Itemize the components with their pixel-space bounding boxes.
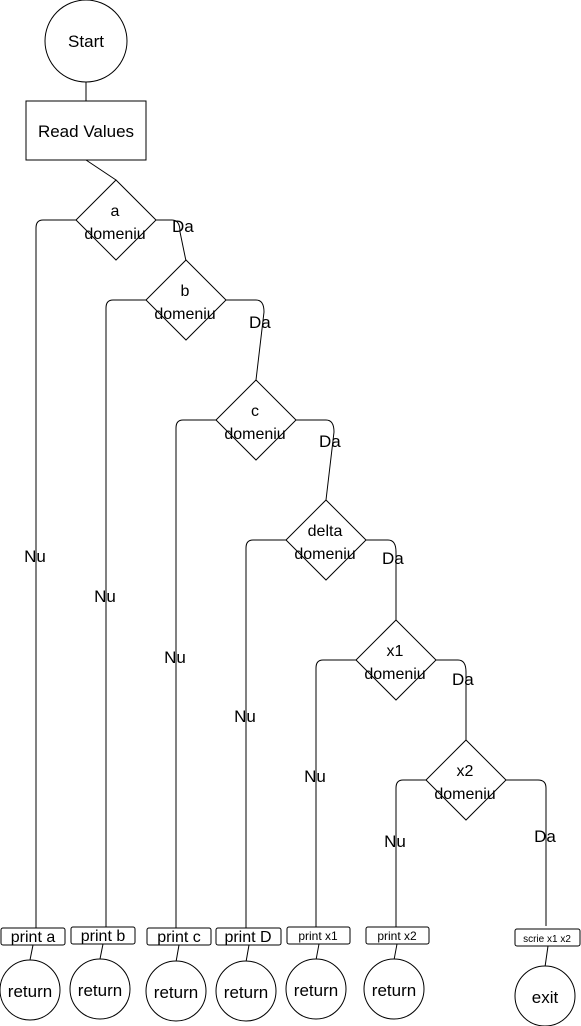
edge-a-yes: [156, 219, 187, 262]
print-b-label: print b: [81, 928, 126, 945]
return-label-b: return: [78, 981, 122, 1000]
edge-c-yes: [296, 419, 335, 501]
print-a-label: print a: [11, 929, 56, 946]
return-label-x1: return: [294, 981, 338, 1000]
print-c-label: print c: [157, 929, 201, 946]
print-x1x2-box: [514, 928, 581, 947]
decision-b-line2: domeniu: [154, 306, 215, 323]
decision-c-line2: domeniu: [224, 426, 285, 443]
decision-delta: [285, 499, 367, 581]
edge-read-to-decision-a: [85, 159, 117, 181]
decision-a-line1: a: [111, 203, 120, 220]
edge-print-x1x2-to-exit: [544, 945, 549, 968]
read-values-label: Read Values: [38, 122, 134, 141]
branch-a-yes-label: Da: [172, 217, 194, 236]
edge-print-c-to-return: [175, 944, 180, 963]
print-x1-label: print x1: [298, 929, 338, 943]
branch-b-no-label: Nu: [94, 587, 116, 606]
return-node-x1: [285, 958, 347, 1020]
edge-b-yes: [226, 299, 265, 381]
edge-print-b-to-return: [99, 943, 104, 960]
print-d-box: [215, 927, 282, 946]
edge-x2-no: [395, 779, 426, 928]
branch-b-yes-label: Da: [249, 313, 271, 332]
decision-a: [75, 179, 157, 261]
edge-a-no: [35, 219, 76, 928]
exit-node: [514, 965, 576, 1026]
exit-label: exit: [532, 988, 559, 1007]
edge-delta-no: [245, 539, 286, 928]
branch-x2-no-label: Nu: [384, 832, 406, 851]
branch-c-no-label: Nu: [164, 648, 186, 667]
edge-x1-yes: [436, 659, 467, 740]
print-c-box: [146, 927, 212, 946]
edge-print-d-to-return: [245, 944, 250, 963]
branch-delta-no-label: Nu: [234, 707, 256, 726]
start-label: Start: [68, 32, 104, 51]
return-node-d: [215, 960, 277, 1022]
decision-x1-line1: x1: [387, 643, 404, 660]
print-x2-label: print x2: [377, 929, 417, 943]
decision-x2-line2: domeniu: [434, 786, 495, 803]
edge-delta-yes: [366, 539, 397, 620]
decision-c: [215, 379, 297, 461]
print-a-box: [0, 927, 66, 946]
print-x2-box: [365, 926, 430, 945]
decision-x2: [425, 739, 507, 821]
edge-print-a-to-return: [29, 944, 34, 961]
branch-x1-no-label: Nu: [304, 767, 326, 786]
edge-x2-yes: [506, 779, 547, 926]
return-node-b: [69, 958, 131, 1020]
branch-x2-yes-label: Da: [534, 827, 556, 846]
decision-c-line1: c: [251, 403, 259, 420]
print-x1x2-label: scrie x1 x2: [523, 934, 571, 945]
edge-x1-no: [315, 659, 356, 928]
branch-a-no-label: Nu: [24, 547, 46, 566]
print-x1-box: [286, 926, 351, 945]
branch-x1-yes-label: Da: [452, 670, 474, 689]
decision-delta-line2: domeniu: [294, 546, 355, 563]
decision-x2-line1: x2: [457, 763, 474, 780]
decision-b-line1: b: [181, 283, 190, 300]
branch-c-yes-label: Da: [319, 432, 341, 451]
edge-c-no: [175, 419, 216, 928]
print-b-box: [70, 926, 136, 945]
return-label-a: return: [8, 982, 52, 1001]
read-values-box: [25, 100, 147, 161]
return-node-a: [0, 959, 61, 1021]
return-label-d: return: [224, 983, 268, 1002]
decision-b: [145, 259, 227, 341]
edge-print-x1-to-return: [315, 943, 320, 961]
return-label-x2: return: [372, 981, 416, 1000]
start-node: [44, 0, 128, 83]
edge-print-x2-to-return: [393, 943, 398, 961]
print-d-label: print D: [224, 929, 271, 946]
decision-x1: [355, 619, 437, 701]
return-node-x2: [363, 958, 425, 1020]
decision-delta-line1: delta: [308, 523, 343, 540]
return-label-c: return: [154, 983, 198, 1002]
edge-b-no: [105, 299, 146, 928]
branch-delta-yes-label: Da: [382, 549, 404, 568]
return-node-c: [145, 960, 207, 1022]
decision-x1-line2: domeniu: [364, 666, 425, 683]
decision-a-line2: domeniu: [84, 226, 145, 243]
